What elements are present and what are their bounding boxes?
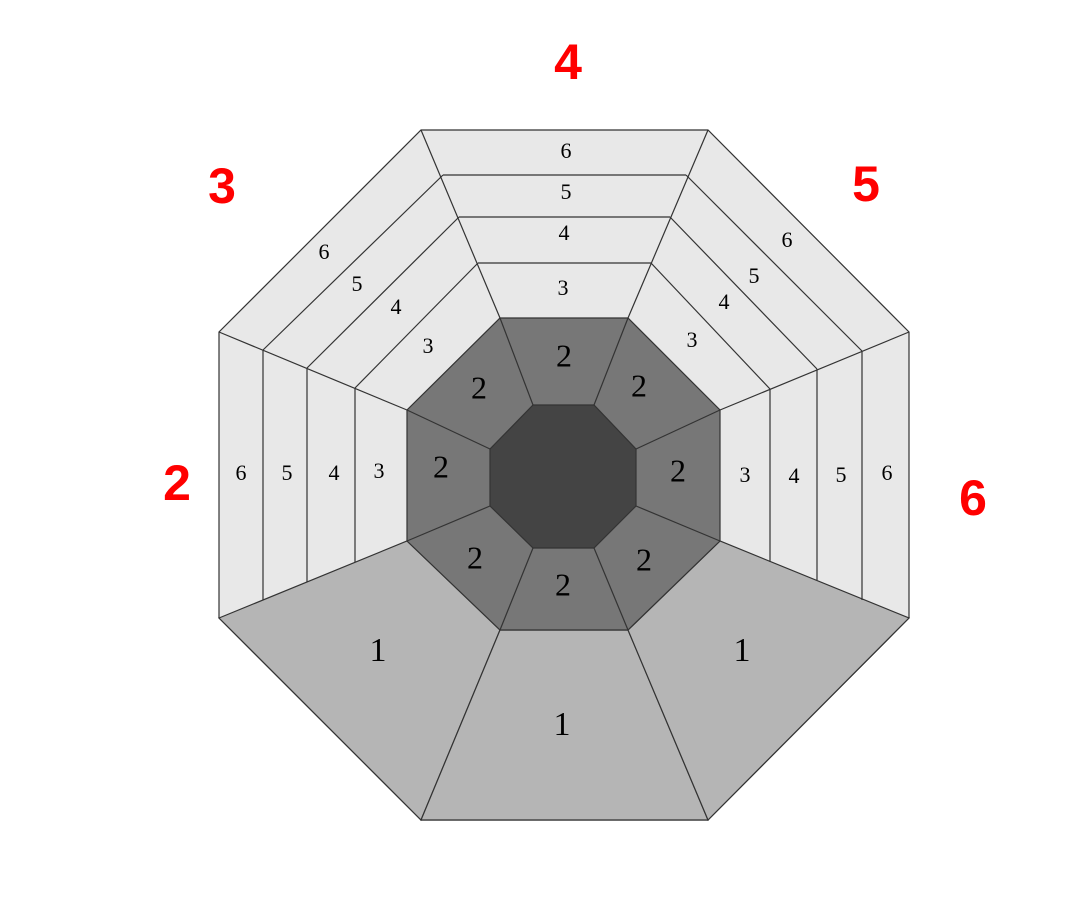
- upper-right-band-label: 3: [687, 327, 698, 352]
- center-octagon: [489, 404, 637, 549]
- top-band-lines: [443, 174, 686, 264]
- left-band-lines: [262, 350, 356, 600]
- top-band-label: 5: [561, 179, 572, 204]
- upper-right-band-lines: [650, 174, 863, 390]
- right-band-lines: [769, 351, 863, 600]
- upper-right-band-label: 5: [749, 263, 760, 288]
- outer-label-left: 2: [163, 455, 191, 511]
- left-band-label: 6: [236, 460, 247, 485]
- outer-label-upper-left: 3: [208, 158, 236, 214]
- outer-label-top: 4: [554, 34, 582, 90]
- right-band-label: 6: [882, 460, 893, 485]
- middle-ring-label: 2: [670, 452, 686, 488]
- right-band-label: 5: [836, 462, 847, 487]
- top-band-label: 4: [559, 220, 570, 245]
- bottom-sector-label: 1: [734, 632, 751, 669]
- middle-ring-label: 2: [555, 566, 571, 602]
- left-band-label: 3: [374, 458, 385, 483]
- bottom-sector-label: 1: [554, 706, 571, 743]
- middle-ring-label: 2: [556, 337, 572, 373]
- upper-left-band-label: 3: [423, 333, 434, 358]
- top-band-label: 3: [558, 275, 569, 300]
- outer-label-upper-right: 5: [852, 156, 880, 212]
- middle-ring-label: 2: [471, 369, 487, 405]
- upper-left-band-lines: [262, 174, 479, 389]
- middle-ring-label: 2: [467, 539, 483, 575]
- middle-ring-label: 2: [631, 367, 647, 403]
- outer-label-right: 6: [959, 470, 987, 526]
- upper-right-band-label: 4: [719, 289, 730, 314]
- left-band-label: 4: [329, 460, 340, 485]
- middle-ring-label: 2: [636, 541, 652, 577]
- outer-spokes: [218, 129, 910, 411]
- bottom-sector-label: 1: [370, 632, 387, 669]
- left-band-label: 5: [282, 460, 293, 485]
- upper-left-band-label: 5: [352, 271, 363, 296]
- middle-spokes: [406, 317, 721, 631]
- top-band-label: 6: [561, 138, 572, 163]
- middle-ring-label: 2: [433, 448, 449, 484]
- upper-left-band-label: 4: [391, 294, 402, 319]
- right-band-label: 4: [789, 463, 800, 488]
- upper-left-band-label: 6: [319, 239, 330, 264]
- right-band-label: 3: [740, 462, 751, 487]
- upper-right-band-label: 6: [782, 227, 793, 252]
